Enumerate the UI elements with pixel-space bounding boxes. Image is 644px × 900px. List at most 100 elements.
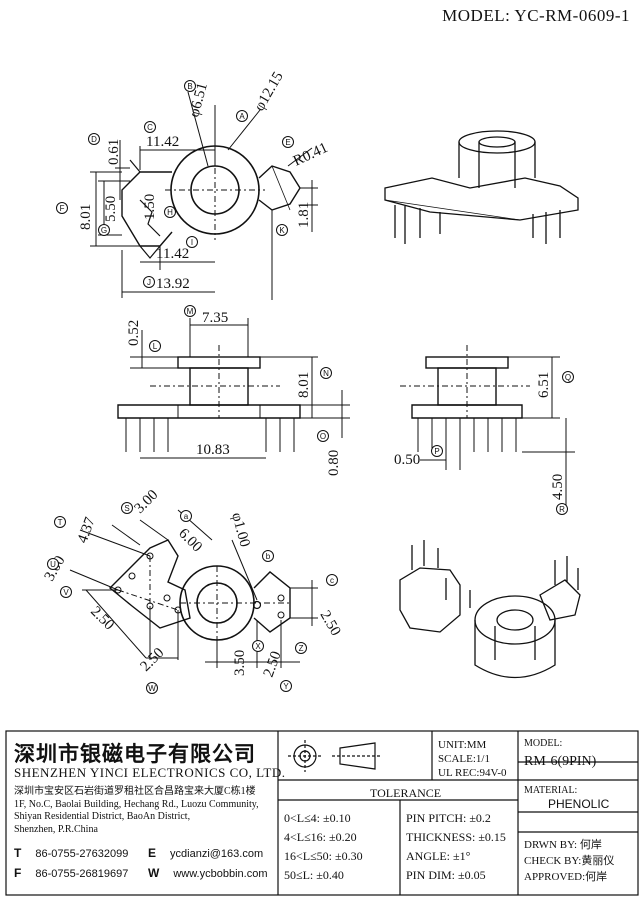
- dim-3-00-s: 3.00: [132, 487, 162, 517]
- web-key: W: [148, 866, 160, 880]
- approved-row: APPROVED:何岸: [524, 870, 607, 884]
- company-address: 深圳市宝安区石岩街道罗租社区合昌路宝来大厦C栋1楼 1F, No.C, Baol…: [14, 786, 272, 836]
- svg-text:G: G: [101, 226, 107, 235]
- svg-text:M: M: [187, 307, 194, 316]
- marker-c: C: [144, 121, 156, 133]
- dim-8-01-front: 8.01: [296, 372, 312, 398]
- marker-x: X: [252, 640, 264, 652]
- svg-text:F: F: [60, 204, 65, 213]
- svg-text:J: J: [147, 278, 151, 287]
- svg-text:P: P: [434, 447, 439, 456]
- pin-tol-row: PIN DIM: ±0.05: [406, 868, 486, 882]
- address-line: Shenzhen, P.R.China: [14, 823, 98, 835]
- tolerance-row: 50≤L: ±0.40: [284, 868, 344, 882]
- svg-text:L: L: [153, 342, 158, 351]
- marker-z: Z: [295, 642, 307, 654]
- svg-text:H: H: [167, 208, 173, 217]
- address-line: 1F, No.C, Baolai Building, Hechang Rd., …: [14, 798, 259, 810]
- side-view: [400, 345, 575, 505]
- svg-text:S: S: [124, 504, 129, 513]
- svg-text:Q: Q: [565, 373, 571, 382]
- front-view: [117, 318, 350, 459]
- svg-text:O: O: [320, 432, 326, 441]
- pin-tol-row: PIN PITCH: ±0.2: [406, 811, 491, 825]
- svg-text:W: W: [148, 684, 156, 693]
- marker-o: O: [317, 430, 329, 442]
- dim-2-50-y: 2.50: [261, 649, 285, 679]
- ul-rec-label: UL REC:94V-0: [438, 767, 507, 779]
- marker-w: W: [146, 682, 158, 694]
- material-label: MATERIAL:: [524, 785, 578, 796]
- marker-g: G: [98, 224, 110, 236]
- marker-q: Q: [562, 371, 574, 383]
- svg-text:c: c: [330, 576, 334, 585]
- model-label: MODEL:: [524, 738, 563, 749]
- fax-number: 86-0755-26819697: [35, 868, 129, 880]
- marker-d: D: [88, 133, 100, 145]
- dim-7-35: 7.35: [202, 310, 228, 326]
- iso-view-bottom: [399, 540, 581, 679]
- marker-r: R: [556, 503, 568, 515]
- phone-number: 86-0755-27632099: [35, 848, 129, 860]
- dim-11-42-bot: 11.42: [156, 246, 189, 262]
- check-by-row: CHECK BY:黄丽仪: [524, 854, 614, 868]
- dim-phi1-00: φ1.00: [228, 511, 252, 549]
- svg-text:A: A: [239, 112, 245, 121]
- svg-text:U: U: [50, 560, 56, 569]
- svg-text:Y: Y: [283, 682, 289, 691]
- check-by-label: CHECK BY:: [524, 855, 582, 867]
- model-value: RM-6(9PIN): [524, 754, 597, 769]
- marker-i: I: [186, 236, 198, 248]
- dim-0-52: 0.52: [126, 320, 142, 346]
- marker-h: H: [164, 206, 176, 218]
- unit-label: UNIT:MM: [438, 739, 487, 751]
- dim-11-42-top: 11.42: [146, 134, 179, 150]
- marker-t: T: [54, 516, 66, 528]
- svg-text:D: D: [91, 135, 97, 144]
- company-name-cn: 深圳市银磁电子有限公司: [14, 741, 256, 766]
- svg-text:V: V: [63, 588, 69, 597]
- marker-j: J: [143, 276, 155, 288]
- tolerance-row: 0<L≤4: ±0.10: [284, 811, 351, 825]
- approved-value: 何岸: [585, 871, 608, 883]
- marker-y: Y: [280, 680, 292, 692]
- marker-e: E: [282, 136, 294, 148]
- svg-text:I: I: [191, 238, 193, 247]
- dim-4-50: 4.50: [550, 474, 566, 500]
- drawn-by-row: DRWN BY: 何岸: [524, 838, 602, 852]
- top-view: [90, 91, 318, 300]
- marker-n: N: [320, 367, 332, 379]
- web-address[interactable]: www.ycbobbin.com: [173, 868, 268, 880]
- phone-key: T: [14, 846, 22, 860]
- dim-13-92: 13.92: [156, 276, 190, 292]
- address-line: 深圳市宝安区石岩街道罗租社区合昌路宝来大厦C栋1楼: [14, 786, 256, 797]
- marker-b-lower: b: [262, 550, 274, 562]
- marker-m: M: [184, 305, 196, 317]
- marker-v: V: [60, 586, 72, 598]
- approved-label: APPROVED:: [524, 871, 586, 883]
- svg-text:E: E: [285, 138, 290, 147]
- marker-p: P: [431, 445, 443, 457]
- dim-2-50-v: 2.50: [87, 604, 117, 634]
- marker-l: L: [149, 340, 161, 352]
- company-name-en: SHENZHEN YINCI ELECTRONICS CO, LTD.: [14, 765, 286, 780]
- svg-text:R: R: [559, 505, 565, 514]
- dim-2-50-z: 2.50: [317, 608, 344, 639]
- email-address[interactable]: ycdianzi@163.com: [170, 848, 264, 860]
- dim-1-81: 1.81: [296, 202, 312, 228]
- marker-f: F: [56, 202, 68, 214]
- dim-r0-41: R0.41: [291, 140, 331, 170]
- marker-k: K: [276, 224, 288, 236]
- fax-key: F: [14, 866, 22, 880]
- tolerance-label: TOLERANCE: [370, 786, 442, 800]
- circled-markers: A B C D E F G H I J K L M N O P Q R S T …: [47, 80, 574, 694]
- marker-a: A: [236, 110, 248, 122]
- dim-0-80: 0.80: [326, 450, 342, 476]
- address-line: Shiyan Residential District, BaoAn Distr…: [14, 811, 191, 822]
- dim-6-51-side: 6.51: [536, 372, 552, 398]
- scale-label: SCALE:1/1: [438, 753, 490, 765]
- iso-view-top: [384, 130, 579, 244]
- svg-text:N: N: [323, 369, 329, 378]
